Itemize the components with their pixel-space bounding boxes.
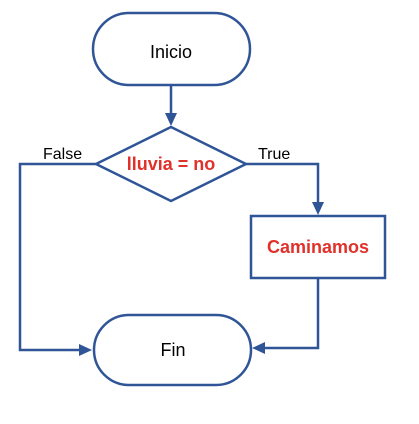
arrowhead-left-icon	[252, 342, 265, 354]
start-label: Inicio	[150, 42, 192, 62]
decision-label: lluvia = no	[127, 154, 216, 174]
process-node: Caminamos	[249, 214, 387, 280]
connector-process-end	[264, 278, 320, 350]
edge-start-to-decision	[165, 85, 177, 126]
start-node: Inicio	[91, 11, 252, 87]
arrowhead-right-icon	[79, 344, 92, 356]
process-box-shape	[249, 214, 387, 280]
process-label: Caminamos	[267, 237, 369, 257]
connector-true	[246, 162, 320, 203]
decision-node: lluvia = no	[93, 125, 249, 203]
edge-true: True	[246, 146, 324, 215]
end-node: Fin	[92, 313, 253, 387]
connector-false	[18, 162, 96, 352]
edge-process-to-end	[252, 278, 320, 354]
decision-diamond-shape	[93, 125, 249, 203]
true-label: True	[258, 146, 290, 163]
edge-false: False	[18, 146, 96, 356]
arrowhead-down-icon	[312, 202, 324, 215]
end-label: Fin	[160, 340, 185, 360]
false-label: False	[43, 146, 82, 163]
end-terminal-shape	[92, 313, 253, 387]
arrowhead-down-icon	[165, 113, 177, 126]
